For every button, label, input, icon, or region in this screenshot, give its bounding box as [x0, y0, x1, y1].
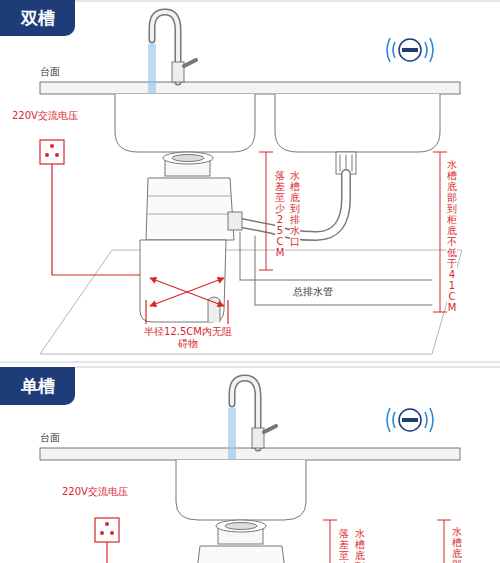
drain-pipe-part-part — [352, 155, 353, 171]
sink-bowl — [115, 94, 440, 152]
faucet — [229, 378, 276, 472]
sink-bowl-part — [275, 94, 440, 152]
pipe-label: 总排水管 — [293, 286, 333, 298]
power-outlet-part — [40, 140, 64, 164]
dimension-label: 水槽底到排水口 — [355, 528, 365, 563]
drain-pipe-part-part — [255, 236, 256, 305]
drain-pipe-part-part — [240, 280, 432, 281]
garbage-disposer — [197, 520, 285, 563]
power-outlet-part — [45, 153, 49, 157]
wifi-logo-part — [402, 418, 418, 422]
garbage-disposer-part — [146, 178, 234, 240]
radius-arrows-part — [227, 300, 228, 324]
garbage-disposer-part — [228, 212, 242, 230]
power-outlet-part — [95, 518, 119, 542]
dimension-line-part — [433, 312, 447, 313]
garbage-disposer-part — [140, 240, 226, 322]
cabinet-floor-part — [40, 250, 462, 354]
dimension-label: 水槽底部到柜底不低于41CM — [452, 526, 462, 563]
power-outlet-part — [106, 542, 107, 563]
countertop-label: 台面 — [40, 66, 60, 78]
garbage-disposer-part — [147, 214, 232, 215]
faucet-part — [252, 428, 264, 448]
dimension-line-part — [266, 152, 267, 270]
faucet-part-part — [234, 408, 235, 468]
power-outlet-part — [105, 522, 109, 526]
garbage-disposer-part — [147, 196, 231, 197]
wifi-logo-part — [399, 39, 421, 61]
sink-bowl — [176, 460, 306, 520]
power-outlet-part — [100, 531, 104, 535]
dimension-line-part — [259, 270, 273, 271]
countertop-part — [40, 82, 460, 94]
wifi-logo-part — [399, 409, 421, 431]
wifi-logo-part — [387, 38, 433, 62]
clearance-label: 半径12.5CM内无阻碍物 — [140, 326, 236, 350]
power-outlet-part — [55, 153, 59, 157]
drain-pipe-part-part — [346, 155, 347, 171]
wifi-logo-part — [387, 408, 433, 432]
dimension-line-part — [330, 520, 331, 563]
drain-pipe-part — [340, 155, 352, 171]
sink-bowl-part — [115, 94, 255, 152]
dimension-line-part — [440, 152, 441, 312]
panel-tab: 双槽 — [0, 0, 75, 36]
garbage-disposer-part — [163, 152, 213, 164]
drain-pipe-part-part — [255, 305, 432, 306]
faucet-part — [184, 60, 196, 66]
dimension-line — [259, 152, 447, 312]
dimension-label: 落差至少25CM — [339, 528, 349, 563]
dimension-line-part — [437, 520, 451, 521]
garbage-disposer-part — [172, 155, 204, 162]
radius-arrows-part — [145, 300, 146, 324]
sink-bowl-part — [176, 460, 306, 520]
garbage-disposer-part — [225, 523, 257, 530]
dimension-label: 水槽底部到柜底不低于41CM — [447, 159, 457, 313]
power-outlet-part — [110, 531, 114, 535]
countertop-part — [40, 448, 460, 460]
countertop-label: 台面 — [40, 432, 60, 444]
garbage-disposer-part — [216, 520, 266, 532]
countertop — [40, 82, 460, 94]
power-outlet — [40, 140, 140, 275]
radius-arrows-part — [150, 278, 224, 306]
dimension-line-part — [433, 152, 447, 153]
cabinet-floor — [40, 250, 462, 354]
garbage-disposer — [140, 152, 242, 322]
wifi-logo-part — [402, 48, 418, 52]
faucet-part — [172, 62, 184, 82]
dimension-line-part — [259, 152, 273, 153]
faucet-part — [264, 426, 276, 432]
tab-title: 双槽 — [21, 7, 55, 30]
panel-tab: 单槽 — [0, 367, 75, 405]
power-outlet-part — [50, 144, 54, 148]
countertop — [40, 448, 460, 460]
drain-pipe-part — [240, 232, 432, 305]
faucet-part-part — [228, 408, 229, 466]
drain-pipe-part-part — [340, 155, 341, 171]
dimension-label: 落差至少25CM — [275, 170, 285, 258]
tab-title: 单槽 — [21, 375, 55, 398]
drain-pipe — [236, 152, 432, 305]
panel-frame-part — [75, 1, 500, 2]
panel-frame — [0, 1, 500, 367]
dimension-label: 水槽底到排水口 — [290, 170, 300, 247]
wifi-logo — [387, 38, 433, 62]
dimension-line-part — [444, 520, 445, 563]
radius-arrows-part — [150, 278, 224, 306]
wifi-logo — [387, 408, 433, 432]
panel-frame-part — [75, 367, 500, 368]
garbage-disposer-part — [197, 546, 285, 563]
panel-frame-part — [0, 362, 500, 363]
power-outlet-part — [52, 164, 140, 275]
voltage-label: 220V交流电压 — [12, 110, 78, 122]
voltage-label: 220V交流电压 — [62, 486, 128, 498]
radius-arrows — [146, 278, 228, 324]
power-outlet — [95, 518, 119, 563]
drain-pipe-part-part — [240, 232, 241, 280]
dimension-line-part — [323, 520, 337, 521]
